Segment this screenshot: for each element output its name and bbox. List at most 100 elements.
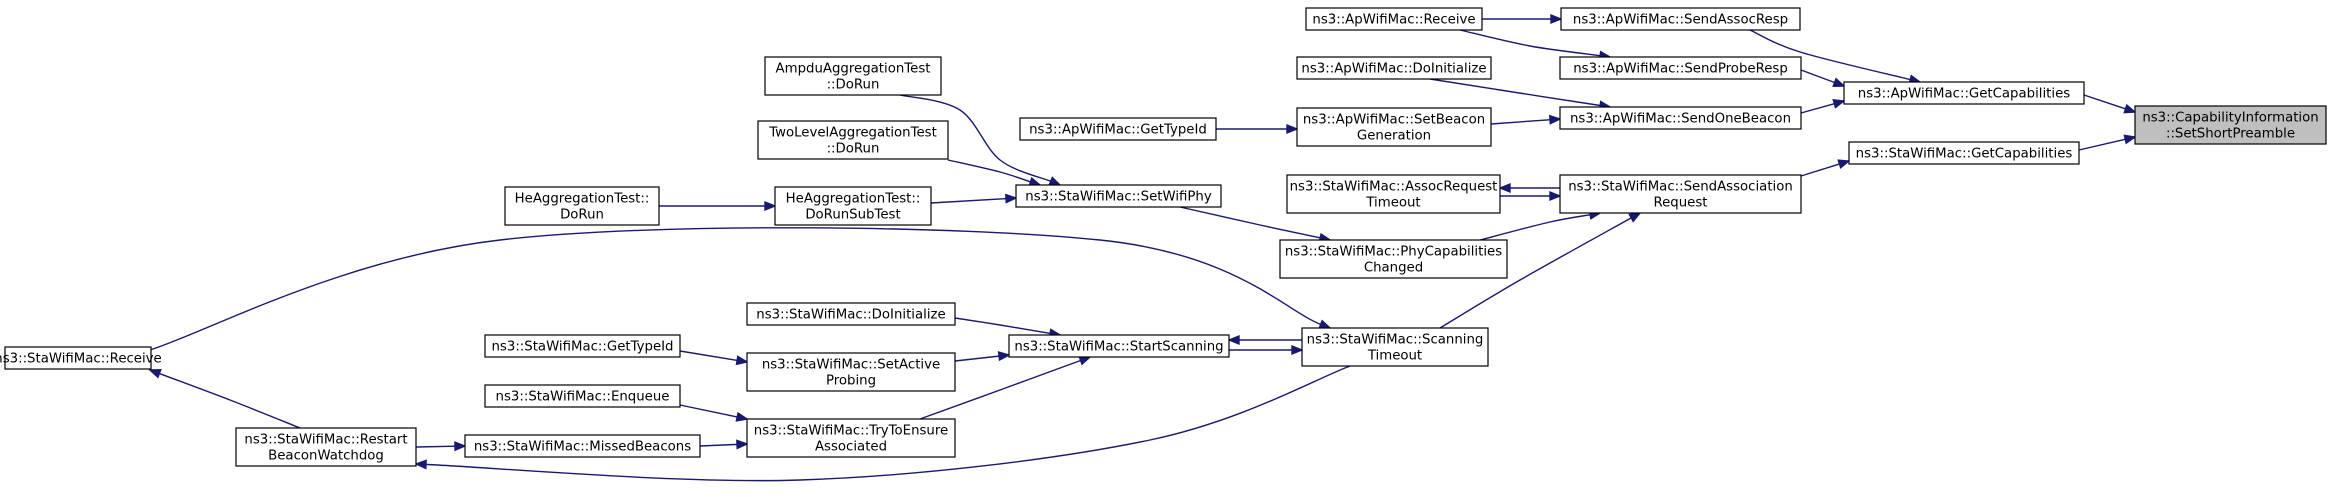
edge-sta_sendassocreq-to-sta_assocreqtimeout (1498, 182, 1560, 194)
node-ap-gettypeid[interactable]: ns3::ApWifiMac::GetTypeId (1019, 117, 1217, 141)
node-box (1559, 174, 1802, 214)
edge-ampdu_dorun-to-sta_setwifiphy (899, 94, 1062, 186)
node-box (464, 434, 701, 458)
node-label-line: ns3::ApWifiMac::SendAssocResp (1573, 13, 1788, 28)
edge-sta_phycapchanged-to-sta_sendassocreq (1479, 209, 1602, 241)
node-sta-receive[interactable]: ns3::StaWifiMac::Receive (0, 346, 162, 370)
node-sta-enqueue[interactable]: ns3::StaWifiMac::Enqueue (484, 384, 681, 408)
node-label-line: AmpduAggregationTest (776, 62, 931, 77)
edge-ap_gettypeid-to-ap_setbeacongen (1216, 123, 1299, 135)
node-label-line: ns3::StaWifiMac::AssocRequest (1290, 180, 1498, 195)
node-sta-gettypeid[interactable]: ns3::StaWifiMac::GetTypeId (484, 334, 681, 358)
node-ap-sendassocresp[interactable]: ns3::ApWifiMac::SendAssocResp (1560, 7, 1801, 31)
edge-he_dorunsubtest-to-sta_setwifiphy (930, 193, 1018, 204)
node-sta-startscanning[interactable]: ns3::StaWifiMac::StartScanning (1008, 334, 1230, 358)
node-box (1296, 107, 1492, 147)
edge-sta_getcap-to-root (2078, 134, 2137, 151)
node-box (746, 302, 956, 326)
node-box (1008, 334, 1230, 358)
node-box (235, 427, 417, 467)
node-box (484, 384, 681, 408)
edge-sta_sendassocreq-to-sta_getcap (1800, 159, 1851, 177)
node-label-line: HeAggregationTest:: (786, 192, 921, 207)
node-ap-receive[interactable]: ns3::ApWifiMac::Receive (1305, 7, 1483, 31)
node-label-line: ns3::ApWifiMac::SetBeacon (1303, 113, 1485, 128)
edge-sta_restartbeacon-to-sta_missedbeacons (415, 441, 467, 452)
node-label-line: TwoLevelAggregationTest (768, 126, 937, 141)
node-sta-missedbeacons[interactable]: ns3::StaWifiMac::MissedBeacons (464, 434, 701, 458)
node-box (1843, 81, 2085, 105)
node-box (1015, 184, 1222, 208)
node-twolevel-dorun[interactable]: TwoLevelAggregationTest::DoRun (757, 120, 949, 160)
node-sta-getcap[interactable]: ns3::StaWifiMac::GetCapabilities (1848, 141, 2080, 165)
node-label-line: ns3::CapabilityInformation (2142, 111, 2318, 126)
node-box (1305, 7, 1483, 31)
edge-sta_scantimeout-to-sta_sendassocreq (1439, 212, 1642, 329)
edge-ap_sendproberesp-to-ap_getcap (1800, 69, 1846, 87)
node-he-dorun[interactable]: HeAggregationTest::DoRun (504, 186, 660, 226)
node-sta-setwifiphy[interactable]: ns3::StaWifiMac::SetWifiPhy (1015, 184, 1222, 208)
node-box (1296, 56, 1492, 80)
node-label-line: ns3::ApWifiMac::SendOneBeacon (1570, 112, 1791, 127)
node-box (757, 120, 949, 160)
edge-ap_sendonebeacon-to-ap_getcap (1800, 99, 1846, 114)
edge-twolevel_dorun-to-sta_setwifiphy (947, 159, 1042, 187)
node-label-line: ns3::StaWifiMac::SendAssociation (1568, 180, 1793, 195)
node-label-line: ns3::StaWifiMac::GetCapabilities (1856, 147, 2073, 162)
node-label-line: Timeout (1365, 196, 1420, 211)
node-label-line: ns3::StaWifiMac::Scanning (1307, 333, 1484, 348)
node-ap-doinitialize[interactable]: ns3::ApWifiMac::DoInitialize (1296, 56, 1492, 80)
edge-ap_receive-to-ap_sendproberesp (1459, 29, 1612, 61)
edge-sta_scantimeout-to-sta_restartbeacon (414, 365, 1351, 482)
node-box (1279, 239, 1508, 279)
node-label-line: ns3::StaWifiMac::MissedBeacons (474, 440, 691, 455)
node-box (746, 352, 956, 392)
node-box (484, 334, 681, 358)
node-label-line: DoRun (560, 208, 604, 223)
node-label-line: ::DoRun (827, 142, 880, 157)
edge-ap_setbeacongen-to-ap_sendonebeacon (1490, 114, 1562, 125)
node-label-line: DoRunSubTest (805, 208, 900, 223)
node-label-line: ns3::StaWifiMac::SetActive (762, 358, 940, 373)
node-box (2134, 105, 2327, 145)
node-ap-sendonebeacon[interactable]: ns3::ApWifiMac::SendOneBeacon (1559, 106, 1802, 130)
edge-ap_doinitialize-to-ap_sendonebeacon (1429, 78, 1612, 111)
node-label-line: ns3::ApWifiMac::SendProbeResp (1573, 62, 1788, 77)
node-ap-getcap[interactable]: ns3::ApWifiMac::GetCapabilities (1843, 81, 2085, 105)
node-label-line: ns3::StaWifiMac::GetTypeId (492, 340, 674, 355)
node-he-dorunsubtest[interactable]: HeAggregationTest::DoRunSubTest (774, 186, 932, 226)
node-box (1301, 327, 1489, 367)
node-label-line: Associated (815, 440, 887, 455)
node-box (1560, 7, 1801, 31)
node-box (774, 186, 932, 226)
node-label-line: Generation (1357, 129, 1431, 144)
node-label-line: Changed (1364, 261, 1423, 276)
node-label-line: ns3::StaWifiMac::StartScanning (1014, 340, 1223, 355)
node-root[interactable]: ns3::CapabilityInformation::SetShortPrea… (2134, 105, 2327, 145)
node-ap-sendproberesp[interactable]: ns3::ApWifiMac::SendProbeResp (1559, 56, 1802, 80)
node-label-line: ns3::ApWifiMac::DoInitialize (1301, 62, 1486, 77)
edge-sta_enqueue-to-sta_trytoensure (679, 404, 749, 422)
edge-ap_getcap-to-root (2083, 94, 2137, 114)
node-label-line: HeAggregationTest:: (515, 192, 650, 207)
edge-sta_startscanning-to-sta_scantimeout (1229, 344, 1304, 356)
edge-sta_scantimeout-to-sta_startscanning (1227, 334, 1302, 346)
node-ampdu-dorun[interactable]: AmpduAggregationTest::DoRun (764, 56, 942, 96)
node-label-line: BeaconWatchdog (268, 449, 384, 464)
node-label-line: Probing (826, 374, 876, 389)
node-box (1286, 174, 1501, 214)
node-label-line: ns3::StaWifiMac::DoInitialize (756, 308, 945, 323)
node-label-line: ns3::StaWifiMac::SetWifiPhy (1025, 190, 1212, 205)
node-sta-doinitialize[interactable]: ns3::StaWifiMac::DoInitialize (746, 302, 956, 326)
node-label-line: Timeout (1367, 349, 1422, 364)
nodes-layer: ns3::CapabilityInformation::SetShortPrea… (0, 7, 2327, 467)
